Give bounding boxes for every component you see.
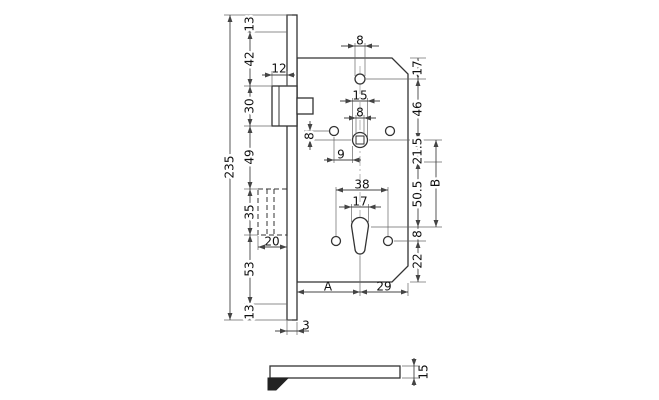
lock-body-group <box>257 14 409 391</box>
dim-label-29: 29 <box>376 280 391 294</box>
faceplate-side-view <box>269 365 401 379</box>
dim-label-38: 38 <box>354 178 369 192</box>
deadbolt-hidden-outline <box>257 188 288 236</box>
dim-label-8-top-hole: 8 <box>356 34 364 48</box>
dim-label-backset-A: A <box>324 280 333 294</box>
dim-label-35: 35 <box>243 204 257 219</box>
dim-label-21-5: 21.5 <box>411 138 425 165</box>
dim-label-13-bottom: 13 <box>243 304 257 319</box>
faceplate-front-view <box>286 14 298 321</box>
dimension-lines <box>227 15 439 386</box>
dim-label-46: 46 <box>411 101 425 116</box>
cylinder-fixing-hole-right <box>382 235 394 247</box>
dim-label-22: 22 <box>411 253 425 268</box>
dim-label-9-offset: 9 <box>337 148 345 162</box>
latch-bolt-head <box>271 85 298 127</box>
dim-label-53: 53 <box>243 261 257 276</box>
dim-label-42: 42 <box>243 51 257 66</box>
upper-screw-hole-right <box>384 125 396 137</box>
dimension-labels: 13 42 30 49 35 53 13 235 12 8 15 8 8 9 3… <box>220 14 445 380</box>
dim-label-30: 30 <box>243 98 257 113</box>
dim-label-15-side: 15 <box>417 364 431 379</box>
dim-label-17-cylinder: 17 <box>352 195 367 209</box>
dim-label-3: 3 <box>302 319 310 333</box>
dim-label-B: B <box>429 179 443 187</box>
dim-label-17-right: 17 <box>411 60 425 75</box>
follower-square-spindle <box>355 135 365 145</box>
latch-tip-side-view <box>267 377 290 391</box>
dim-label-8-square: 8 <box>356 106 364 120</box>
dim-label-8-offset: 8 <box>303 132 317 140</box>
dim-label-8-right: 8 <box>411 230 425 238</box>
dim-label-49: 49 <box>243 149 257 164</box>
cylinder-fixing-hole-left <box>330 235 342 247</box>
dim-label-12: 12 <box>271 62 286 76</box>
euro-cylinder-hole <box>350 216 370 255</box>
dim-label-15-follower: 15 <box>352 89 367 103</box>
dim-label-235: 235 <box>223 156 237 179</box>
follower-hole <box>351 131 369 149</box>
dim-label-50-5: 50.5 <box>411 181 425 208</box>
dim-label-20: 20 <box>264 235 279 249</box>
upper-screw-hole-left <box>328 125 340 137</box>
top-fixing-hole <box>354 73 366 85</box>
latch-tail <box>296 97 314 115</box>
dim-label-13-top: 13 <box>243 16 257 31</box>
